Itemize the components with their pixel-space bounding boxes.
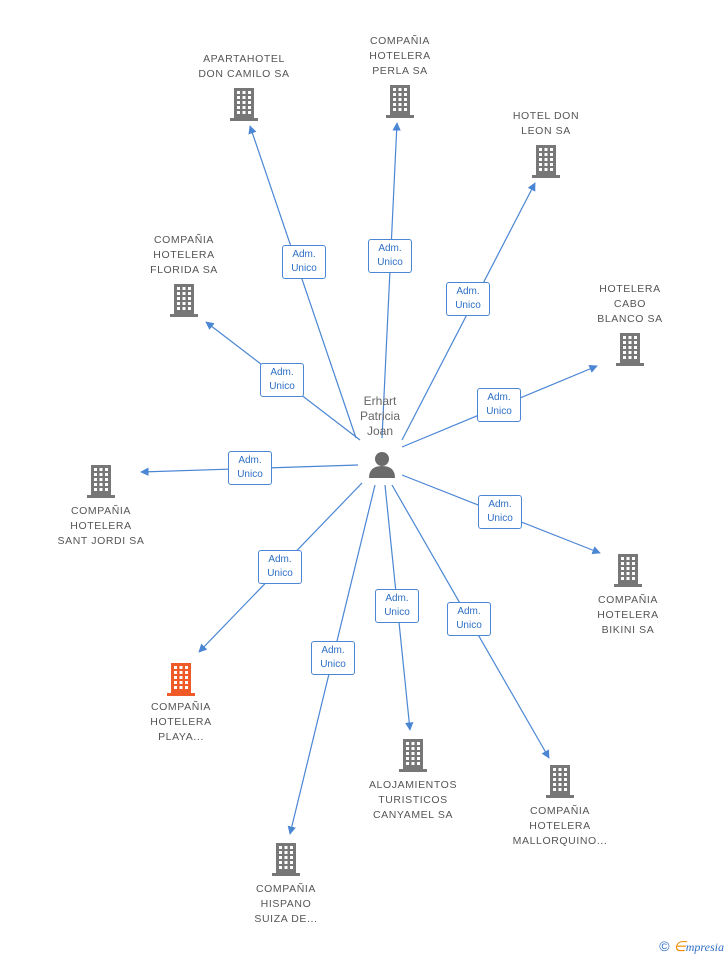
- company-label-line: HOTELERA: [529, 820, 591, 832]
- company-icons: [87, 85, 644, 876]
- role-label-line: Adm.: [385, 593, 409, 604]
- center-name-line: Erhart: [363, 394, 397, 408]
- company-label-line: COMPAÑIA: [369, 35, 431, 47]
- company-label-line: LEON SA: [521, 125, 571, 137]
- company-label-line: SANT JORDI SA: [57, 535, 145, 547]
- building-icon[interactable]: [614, 554, 642, 587]
- role-label-florida: Adm. Unico: [260, 363, 304, 397]
- company-label-line: APARTAHOTEL: [203, 53, 285, 65]
- company-label-line: HOTELERA: [150, 716, 212, 728]
- company-label-line: FLORIDA SA: [150, 264, 218, 276]
- center-name-line: Joan: [366, 424, 394, 438]
- company-label-line: SUIZA DE...: [254, 913, 318, 925]
- company-label-line: CANYAMEL SA: [372, 809, 454, 821]
- role-label-apartahotel: Adm. Unico: [282, 245, 326, 279]
- company-label-line: HISPANO: [260, 898, 312, 910]
- role-label-leon: Adm. Unico: [446, 282, 490, 316]
- company-label-bikini[interactable]: COMPAÑIA HOTELERA BIKINI SA: [563, 593, 693, 638]
- company-label-apartahotel[interactable]: APARTAHOTEL DON CAMILO SA: [179, 52, 309, 82]
- role-label-playa: Adm. Unico: [258, 550, 302, 584]
- role-label-line: Adm.: [457, 606, 481, 617]
- company-label-line: MALLORQUINO...: [512, 835, 608, 847]
- company-label-line: BLANCO SA: [597, 313, 663, 325]
- role-label-line: Adm.: [238, 455, 262, 466]
- company-label-perla[interactable]: COMPAÑIA HOTELERA PERLA SA: [335, 34, 465, 79]
- company-label-line: COMPAÑIA: [150, 701, 212, 713]
- role-label-line: Adm.: [378, 243, 402, 254]
- role-label-line: Unico: [487, 513, 513, 524]
- building-icon[interactable]: [170, 284, 198, 317]
- role-label-line: Adm.: [292, 249, 316, 260]
- company-label-line: BIKINI SA: [601, 624, 655, 636]
- person-icon: [369, 452, 395, 478]
- role-label-line: Unico: [269, 381, 295, 392]
- company-label-line: COMPAÑIA: [153, 234, 215, 246]
- brand-logo-initial: ∈: [673, 940, 686, 955]
- copyright-icon: ©: [659, 938, 670, 954]
- building-icon[interactable]: [616, 333, 644, 366]
- company-label-line: HOTELERA: [597, 609, 659, 621]
- role-label-perla: Adm. Unico: [368, 239, 412, 273]
- role-label-line: Unico: [384, 607, 410, 618]
- company-label-line: PERLA SA: [372, 65, 428, 77]
- building-icon[interactable]: [272, 843, 300, 876]
- role-label-jordi: Adm. Unico: [228, 451, 272, 485]
- role-label-line: Unico: [377, 257, 403, 268]
- company-label-florida[interactable]: COMPAÑIA HOTELERA FLORIDA SA: [119, 233, 249, 278]
- role-label-line: Unico: [320, 659, 346, 670]
- role-label-mallorquino: Adm. Unico: [447, 602, 491, 636]
- company-label-line: HOTELERA: [599, 283, 661, 295]
- company-label-line: DON CAMILO SA: [198, 68, 290, 80]
- role-label-line: Unico: [486, 406, 512, 417]
- role-label-line: Unico: [291, 263, 317, 274]
- role-label-line: Adm.: [321, 645, 345, 656]
- company-label-line: ALOJAMIENTOS: [368, 779, 458, 791]
- company-label-line: PLAYA...: [158, 731, 204, 743]
- role-label-hispano: Adm. Unico: [311, 641, 355, 675]
- role-label-line: Unico: [267, 568, 293, 579]
- center-name-line: Patricia: [359, 409, 400, 423]
- company-label-line: HOTELERA: [70, 520, 132, 532]
- company-label-line: CABO: [613, 298, 647, 310]
- company-label-line: HOTELERA: [153, 249, 215, 261]
- company-label-line: COMPAÑIA: [70, 505, 132, 517]
- company-label-line: HOTEL DON: [512, 110, 580, 122]
- role-label-canyamel: Adm. Unico: [375, 589, 419, 623]
- role-label-cabo: Adm. Unico: [477, 388, 521, 422]
- brand-logo-text: mpresia: [685, 940, 724, 954]
- edge-apartahotel: [248, 125, 357, 439]
- role-label-line: Unico: [456, 620, 482, 631]
- role-label-bikini: Adm. Unico: [478, 495, 522, 529]
- company-label-line: TURISTICOS: [378, 794, 448, 806]
- company-label-hispano[interactable]: COMPAÑIA HISPANO SUIZA DE...: [221, 882, 351, 927]
- company-label-line: COMPAÑIA: [255, 883, 317, 895]
- empresia-footer[interactable]: ©∈mpresia: [659, 938, 724, 956]
- company-label-playa[interactable]: COMPAÑIA HOTELERA PLAYA...: [116, 700, 246, 745]
- building-icon[interactable]: [386, 85, 414, 118]
- edge-perla: [381, 122, 401, 439]
- company-label-line: HOTELERA: [369, 50, 431, 62]
- building-icon[interactable]: [399, 739, 427, 772]
- building-icon[interactable]: [230, 88, 258, 121]
- company-label-jordi[interactable]: COMPAÑIA HOTELERA SANT JORDI SA: [36, 504, 166, 549]
- role-label-line: Adm.: [487, 392, 511, 403]
- role-label-line: Adm.: [268, 554, 292, 565]
- company-label-line: COMPAÑIA: [529, 805, 591, 817]
- company-label-cabo[interactable]: HOTELERA CABO BLANCO SA: [565, 282, 695, 327]
- role-label-line: Unico: [237, 469, 263, 480]
- company-label-leon[interactable]: HOTEL DON LEON SA: [481, 109, 611, 139]
- building-icon[interactable]: [532, 145, 560, 178]
- role-label-line: Adm.: [270, 367, 294, 378]
- building-icon[interactable]: [87, 465, 115, 498]
- role-label-line: Unico: [455, 300, 481, 311]
- role-label-line: Adm.: [456, 286, 480, 297]
- company-label-canyamel[interactable]: ALOJAMIENTOS TURISTICOS CANYAMEL SA: [348, 778, 478, 823]
- company-label-line: COMPAÑIA: [597, 594, 659, 606]
- building-icon[interactable]: [167, 663, 195, 696]
- company-label-mallorquino[interactable]: COMPAÑIA HOTELERA MALLORQUINO...: [495, 804, 625, 849]
- role-label-line: Adm.: [488, 499, 512, 510]
- building-icon[interactable]: [546, 765, 574, 798]
- center-person-label[interactable]: Erhart Patricia Joan: [340, 394, 420, 439]
